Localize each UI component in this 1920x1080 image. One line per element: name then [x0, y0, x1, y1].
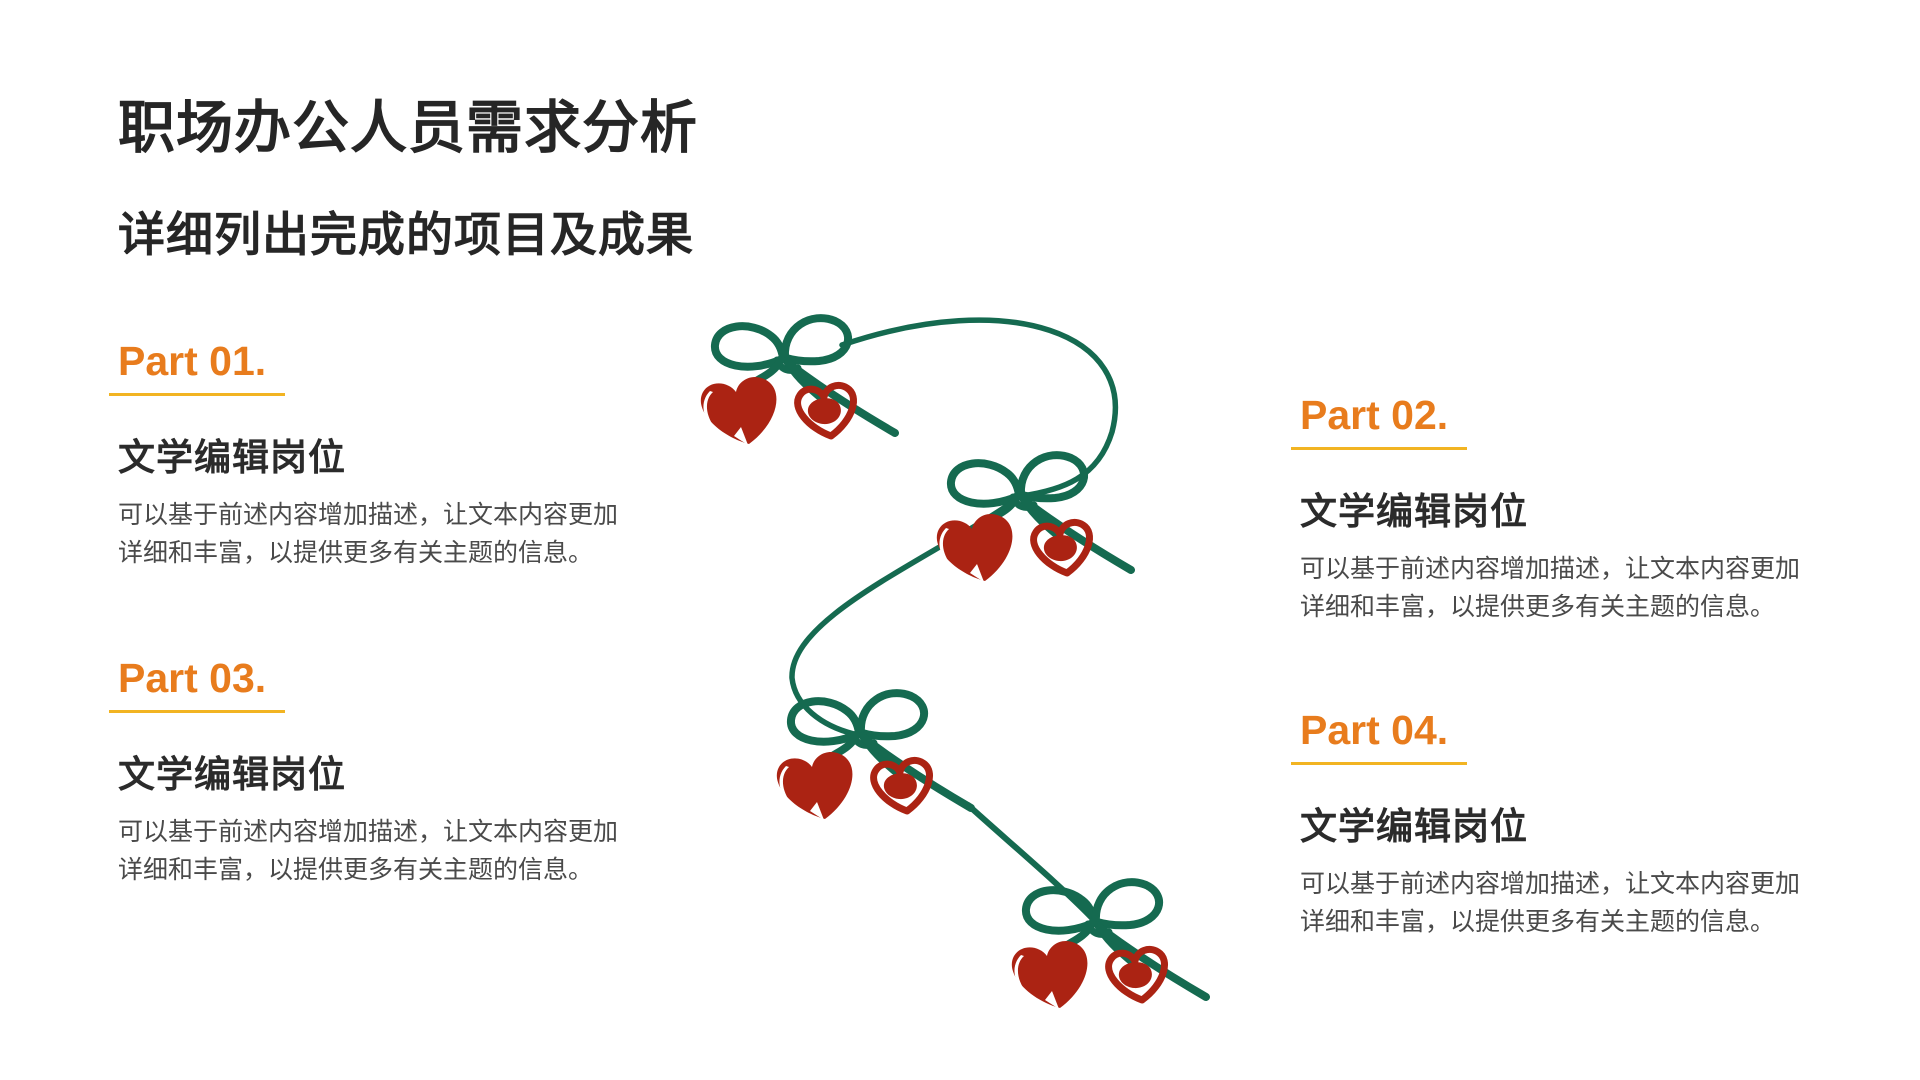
- part-1-label: Part 01.: [118, 338, 267, 384]
- part-1-heading: 文学编辑岗位: [118, 437, 346, 479]
- part-block-3: Part 03. 文学编辑岗位 可以基于前述内容增加描述，让文本内容更加 详细和…: [109, 655, 638, 889]
- part-block-2: Part 02. 文学编辑岗位 可以基于前述内容增加描述，让文本内容更加 详细和…: [1291, 392, 1820, 626]
- part-2-heading: 文学编辑岗位: [1300, 491, 1528, 533]
- part-4-body: 可以基于前述内容增加描述，让文本内容更加 详细和丰富，以提供更多有关主题的信息。: [1300, 870, 1801, 937]
- part-3-heading: 文学编辑岗位: [118, 754, 346, 796]
- vine-curve-1: [839, 317, 1119, 499]
- cherry-cluster-4: [1012, 882, 1206, 1009]
- part-block-4: Part 04. 文学编辑岗位 可以基于前述内容增加描述，让文本内容更加 详细和…: [1291, 707, 1820, 941]
- part-2-underline: [1291, 447, 1467, 451]
- part-block-1: Part 01. 文学编辑岗位 可以基于前述内容增加描述，让文本内容更加 详细和…: [109, 338, 638, 572]
- cherry-cluster-2: [937, 455, 1131, 582]
- part-4-underline: [1291, 762, 1467, 766]
- part-4-label: Part 04.: [1300, 707, 1449, 753]
- vine-curve-3: [965, 802, 1095, 921]
- slide-title: 职场办公人员需求分析: [118, 96, 698, 160]
- part-3-underline: [109, 710, 285, 714]
- part-3-body: 可以基于前述内容增加描述，让文本内容更加 详细和丰富，以提供更多有关主题的信息。: [118, 818, 619, 885]
- slide-subtitle: 详细列出完成的项目及成果: [118, 208, 694, 261]
- cherry-cluster-3: [777, 693, 971, 820]
- part-4-heading: 文学编辑岗位: [1300, 806, 1528, 848]
- part-1-underline: [109, 393, 285, 397]
- cherry-vine-illustration: [650, 250, 1250, 1050]
- part-1-body: 可以基于前述内容增加描述，让文本内容更加 详细和丰富，以提供更多有关主题的信息。: [118, 501, 619, 568]
- part-2-body: 可以基于前述内容增加描述，让文本内容更加 详细和丰富，以提供更多有关主题的信息。: [1300, 555, 1801, 622]
- part-3-label: Part 03.: [118, 655, 267, 701]
- part-2-label: Part 02.: [1300, 392, 1449, 438]
